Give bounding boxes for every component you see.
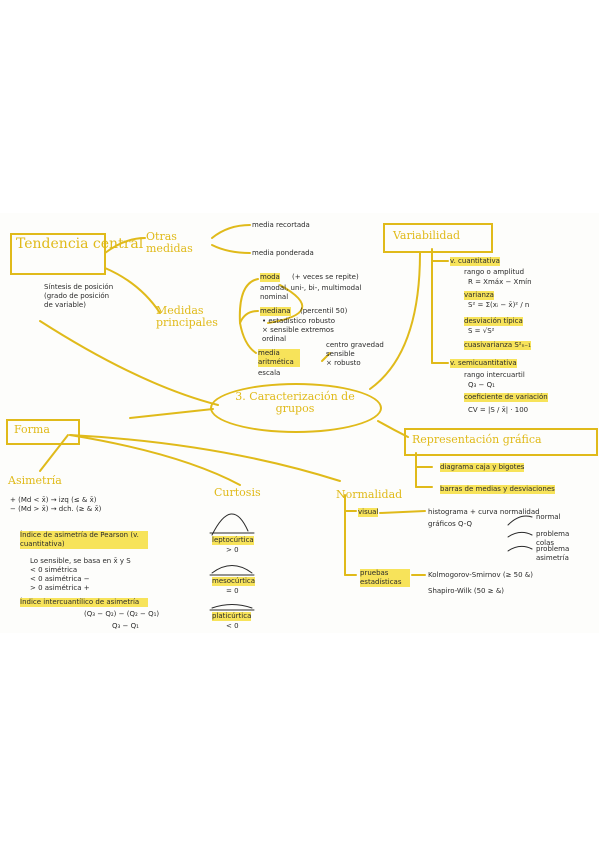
media-recortada-label: media recortada xyxy=(252,221,310,229)
tendencia-central-box xyxy=(10,233,106,275)
curtosis-title: Curtosis xyxy=(214,486,261,499)
mind-map-sheet: Tendencia central Síntesis de posición (… xyxy=(0,213,599,633)
media-aritmetica-label: media aritmética xyxy=(258,349,300,367)
sintesis-note: Síntesis de posición (grado de posición … xyxy=(44,283,114,309)
media-notes: centro gravedad sensible × robusto xyxy=(326,341,384,367)
asimetria-rules: + (Md < x̄) → izq (≤ & x̄) − (Md > x̄) →… xyxy=(10,496,102,513)
moda-note: (+ veces se repite) xyxy=(292,273,359,281)
coeficiente-label: coeficiente de variación xyxy=(464,393,548,402)
intercuartil-formula: Q₃ − Q₁ xyxy=(468,381,495,389)
intercuantilico-label: Índice intercuantílico de asimetría xyxy=(20,598,148,607)
mediana-note: (percentil 50) xyxy=(300,307,348,315)
forma-title: Forma xyxy=(14,423,50,436)
mediana-detail: • estadístico robusto × sensible extremo… xyxy=(262,317,335,343)
media-scale-note: escala xyxy=(258,369,281,377)
leptocurtica-label: leptocúrtica xyxy=(212,536,254,545)
qq-asimetria-label: problema asimetría xyxy=(536,545,570,562)
intercuantilico-denominator: Q₃ − Q₁ xyxy=(112,622,139,630)
qq-normal-label: normal xyxy=(536,513,561,521)
medidas-principales-title: Medidas principales xyxy=(156,304,218,329)
desviacion-label: desviación típica xyxy=(464,317,523,326)
forma-box xyxy=(6,419,80,445)
center-node xyxy=(210,383,382,433)
pruebas-label: pruebas estadísticas xyxy=(360,569,410,587)
moda-detail: amodal, uni-, bi-, multimodal nominal xyxy=(260,284,362,301)
qq-colas-label: problema colas xyxy=(536,530,570,547)
asimetria-title: Asimetría xyxy=(8,474,62,487)
mesocurtica-sign: = 0 xyxy=(226,587,239,595)
varianza-label: varianza xyxy=(464,291,494,300)
histograma-label: histograma + curva normalidad xyxy=(428,508,540,516)
leptocurtica-sign: > 0 xyxy=(226,546,239,554)
coeficiente-formula: CV = |S / x̄| · 100 xyxy=(468,406,529,414)
intercuartil-label: rango intercuartil xyxy=(464,371,525,379)
platicurtica-label: platicúrtica xyxy=(212,612,252,621)
pearson-detail: Lo sensible, se basa en x̄ y S < 0 simét… xyxy=(30,557,131,592)
pearson-label: Índice de asimetría de Pearson (v. cuant… xyxy=(20,531,148,549)
variabilidad-title: Variabilidad xyxy=(393,229,461,242)
moda-label: moda xyxy=(260,273,280,282)
intercuantilico-formula: (Q₃ − Q₂) − (Q₂ − Q₁) xyxy=(84,610,160,618)
variabilidad-box xyxy=(383,223,493,253)
mesocurtica-label: mesocúrtica xyxy=(212,577,256,586)
otras-medidas-title: Otras medidas xyxy=(146,230,193,255)
barras-medias-label: barras de medias y desviaciones xyxy=(440,485,555,494)
caja-bigotes-label: diagrama caja y bigotes xyxy=(440,463,525,472)
rango-formula: R = Xmáx − Xmín xyxy=(468,278,532,286)
semicuantitativa-label: v. semicuantitativa xyxy=(450,359,517,368)
mediana-label: mediana xyxy=(260,307,291,316)
kolmogorov-label: Kolmogorov-Smirnov (≥ 50 &) xyxy=(428,571,533,579)
representacion-title: Representación gráfica xyxy=(412,433,542,446)
platicurtica-sign: < 0 xyxy=(226,622,239,630)
center-title: 3. Caracterización de grupos xyxy=(235,390,355,415)
connector-lines xyxy=(39,224,533,611)
cuasivarianza-label: cuasivarianza S²ₙ₋₁ xyxy=(464,341,531,350)
qq-label: gráficos Q-Q xyxy=(428,520,473,528)
normalidad-title: Normalidad xyxy=(336,488,403,501)
cuantitativa-label: v. cuantitativa xyxy=(450,257,500,266)
media-ponderada-label: media ponderada xyxy=(252,249,314,257)
tendencia-central-title: Tendencia central xyxy=(16,236,144,252)
visual-label: visual xyxy=(358,508,379,517)
desviacion-formula: S = √S² xyxy=(468,327,495,335)
rango-label: rango o amplitud xyxy=(464,268,525,276)
shapiro-label: Shapiro-Wilk (50 ≥ &) xyxy=(428,587,505,595)
representacion-box xyxy=(404,428,598,456)
varianza-formula: S² = Σ(xᵢ − x̄)² / n xyxy=(468,301,530,309)
